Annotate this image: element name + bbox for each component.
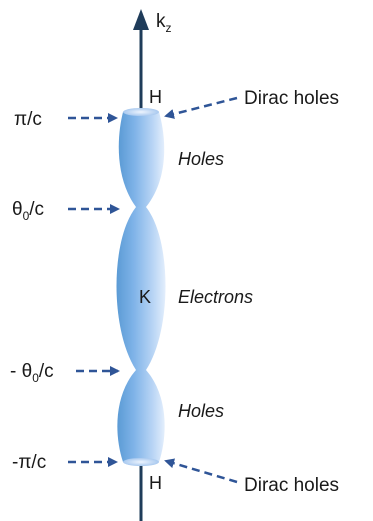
annotation-dirac-holes-bottom: Dirac holes — [244, 475, 339, 496]
point-label-bottom-h: H — [149, 473, 162, 493]
electron-pocket — [116, 207, 166, 370]
arrow-dirac-holes-top — [164, 96, 238, 119]
label-theta0-over-c: θ0/c — [12, 199, 44, 223]
kz-axis-subscript: z — [166, 21, 172, 35]
upper-hole-pocket — [118, 112, 165, 207]
point-label-k: K — [139, 287, 151, 307]
top-cap — [123, 108, 159, 116]
label-neg-theta0-over-c: - θ0/c — [10, 361, 54, 385]
region-label-upper-holes: Holes — [178, 149, 224, 169]
annotation-dirac-holes-top: Dirac holes — [244, 88, 339, 109]
label-pi-over-c: π/c — [14, 109, 42, 130]
region-label-lower-holes: Holes — [178, 401, 224, 421]
kz-axis-label: kz — [156, 11, 172, 35]
bottom-cap — [123, 458, 159, 466]
lower-hole-pocket — [117, 370, 165, 462]
kz-axis-arrowhead — [133, 9, 149, 30]
region-label-electrons: Electrons — [178, 287, 253, 307]
arrow-dirac-holes-bottom — [164, 458, 238, 484]
label-neg-pi-over-c: -π/c — [12, 452, 46, 473]
point-label-top-h: H — [149, 87, 162, 107]
